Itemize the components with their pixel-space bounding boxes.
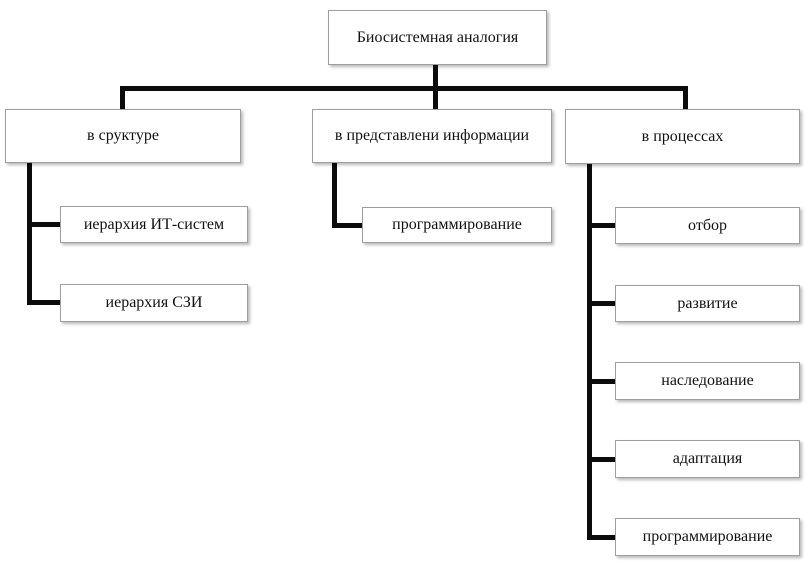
connector-top-horizontal	[120, 86, 688, 91]
node-leaf-development: развитие	[615, 285, 800, 322]
connector-left-branch-vertical	[27, 162, 32, 305]
connector-drop-middle	[433, 86, 438, 110]
node-leaf-it-systems-hierarchy: иерархия ИТ-систем	[60, 206, 248, 243]
node-leaf-programming-middle: программирование	[362, 207, 552, 243]
node-branch-processes: в процессах	[565, 109, 800, 164]
connector-left-stub-2	[27, 300, 61, 305]
node-leaf-selection: отбор	[615, 207, 800, 244]
node-branch-information-representation: в представлени информации	[312, 109, 552, 163]
connector-right-branch-vertical	[587, 163, 592, 540]
node-branch-structure: в сруктуре	[5, 109, 241, 163]
connector-right-stub-4	[587, 457, 616, 462]
connector-left-stub-1	[27, 222, 61, 227]
node-leaf-programming-right: программирование	[615, 518, 800, 556]
connector-mid-stub-1	[332, 223, 363, 228]
connector-right-stub-2	[587, 301, 616, 306]
node-leaf-szi-hierarchy: иерархия СЗИ	[60, 284, 248, 322]
connector-drop-left	[120, 86, 125, 110]
node-leaf-adaptation: адаптация	[615, 440, 800, 478]
connector-right-stub-5	[587, 535, 616, 540]
node-leaf-inheritance: наследование	[615, 362, 800, 400]
connector-root-vertical	[433, 64, 438, 91]
connector-drop-right	[683, 86, 688, 110]
connector-right-stub-1	[587, 223, 616, 228]
node-root: Биосистемная аналогия	[328, 10, 547, 65]
connector-right-stub-3	[587, 379, 616, 384]
connector-mid-branch-vertical	[332, 162, 337, 228]
